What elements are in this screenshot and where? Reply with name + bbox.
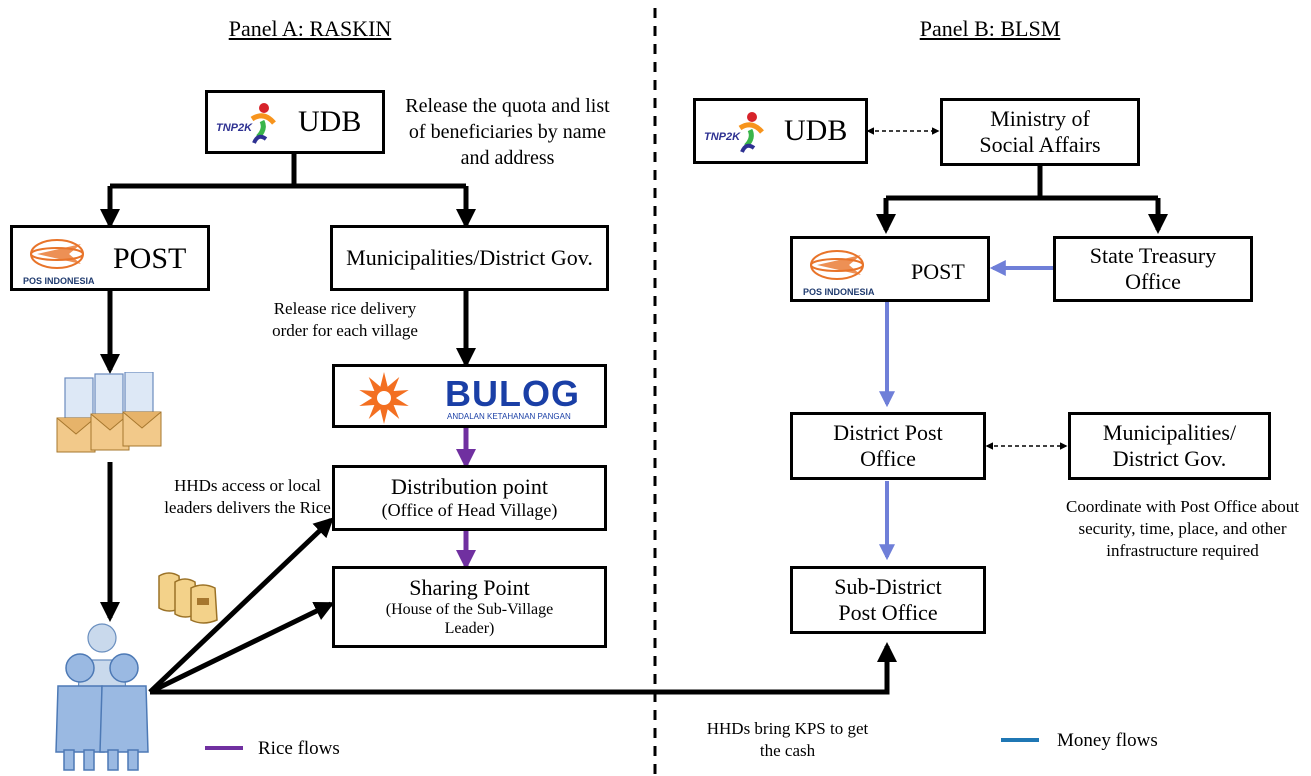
bulog-name: BULOG xyxy=(445,373,580,414)
pos-indonesia-logo-icon: POS INDONESIA xyxy=(23,239,95,286)
coordinate-note: Coordinate with Post Office about securi… xyxy=(1066,497,1299,561)
sharing-title: Sharing Point xyxy=(409,575,530,601)
panel-b-title: Panel B: BLSM xyxy=(919,16,1061,41)
post-b-label: POST xyxy=(911,259,965,284)
udb-a-note: Release the quota and list of beneficiar… xyxy=(405,95,610,169)
kps-note: HHDs bring KPS to get the cash xyxy=(706,719,869,761)
distribution-title: Distribution point xyxy=(390,474,549,500)
post-a-label: POST xyxy=(113,242,187,275)
sharing-box: Sharing Point (House of the Sub-Village … xyxy=(332,566,607,648)
treasury-box: State Treasury Office xyxy=(1053,236,1253,302)
treasury-label: State Treasury Office xyxy=(1089,243,1217,294)
panel-a-title: Panel A: RASKIN xyxy=(228,16,392,41)
udb-b-box: TNP2K UDB xyxy=(693,98,868,164)
district-post-label: District Post Office xyxy=(833,420,943,471)
distribution-box: Distribution point (Office of Head Villa… xyxy=(332,465,607,531)
tnp2k-logo-icon: TNP2K xyxy=(704,112,764,153)
pos-indonesia-logo-icon: POS INDONESIA xyxy=(803,250,875,297)
svg-text:TNP2K: TNP2K xyxy=(704,131,741,143)
udb-a-label: UDB xyxy=(298,105,362,138)
hhd-access-note: HHDs access or local leaders delivers th… xyxy=(164,476,331,518)
svg-text:POS INDONESIA: POS INDONESIA xyxy=(23,276,95,286)
district-post-box: District Post Office xyxy=(790,412,986,480)
udb-b-label: UDB xyxy=(784,114,848,147)
bulog-tagline: ANDALAN KETAHANAN PANGAN xyxy=(447,412,571,421)
municipal-a-label: Municipalities/District Gov. xyxy=(346,245,593,271)
svg-text:POS INDONESIA: POS INDONESIA xyxy=(803,287,875,297)
legend-rice-label: Rice flows xyxy=(258,738,340,759)
ministry-label: Ministry of Social Affairs xyxy=(979,106,1101,157)
ministry-box: Ministry of Social Affairs xyxy=(940,98,1140,166)
hhd-to-sharing-arrow xyxy=(148,601,335,695)
post-a-box: POS INDONESIA POST xyxy=(10,225,210,291)
bulog-box: BULOG ANDALAN KETAHANAN PANGAN xyxy=(332,364,607,428)
tnp2k-logo-icon: TNP2K xyxy=(216,103,276,144)
subdistrict-post-label: Sub-District Post Office xyxy=(834,574,942,625)
subdistrict-post-box: Sub-District Post Office xyxy=(790,566,986,634)
legend-money-label: Money flows xyxy=(1057,730,1158,751)
svg-text:TNP2K: TNP2K xyxy=(216,122,253,134)
municipal-a-note: Release rice delivery order for each vil… xyxy=(272,299,418,341)
municipal-a-box: Municipalities/District Gov. xyxy=(330,225,609,291)
rice-sacks-icon xyxy=(158,572,218,624)
bulog-sun-logo-icon xyxy=(359,372,409,424)
sharing-subtitle: (House of the Sub-Village Leader) xyxy=(385,601,554,637)
envelope-letters-icon xyxy=(56,372,162,453)
households-people-icon xyxy=(55,623,149,771)
distribution-subtitle: (Office of Head Village) xyxy=(381,500,558,521)
municipal-b-box: Municipalities/ District Gov. xyxy=(1068,412,1271,480)
hhd-to-subdistrict-arrow xyxy=(150,642,897,695)
hhd-to-distribution-arrow xyxy=(148,517,334,694)
post-b-box: POS INDONESIA POST xyxy=(790,236,990,302)
municipal-b-label: Municipalities/ District Gov. xyxy=(1102,420,1237,471)
udb-a-fork xyxy=(107,152,469,218)
ministry-fork xyxy=(883,165,1161,222)
udb-a-box: TNP2K UDB xyxy=(205,90,385,154)
